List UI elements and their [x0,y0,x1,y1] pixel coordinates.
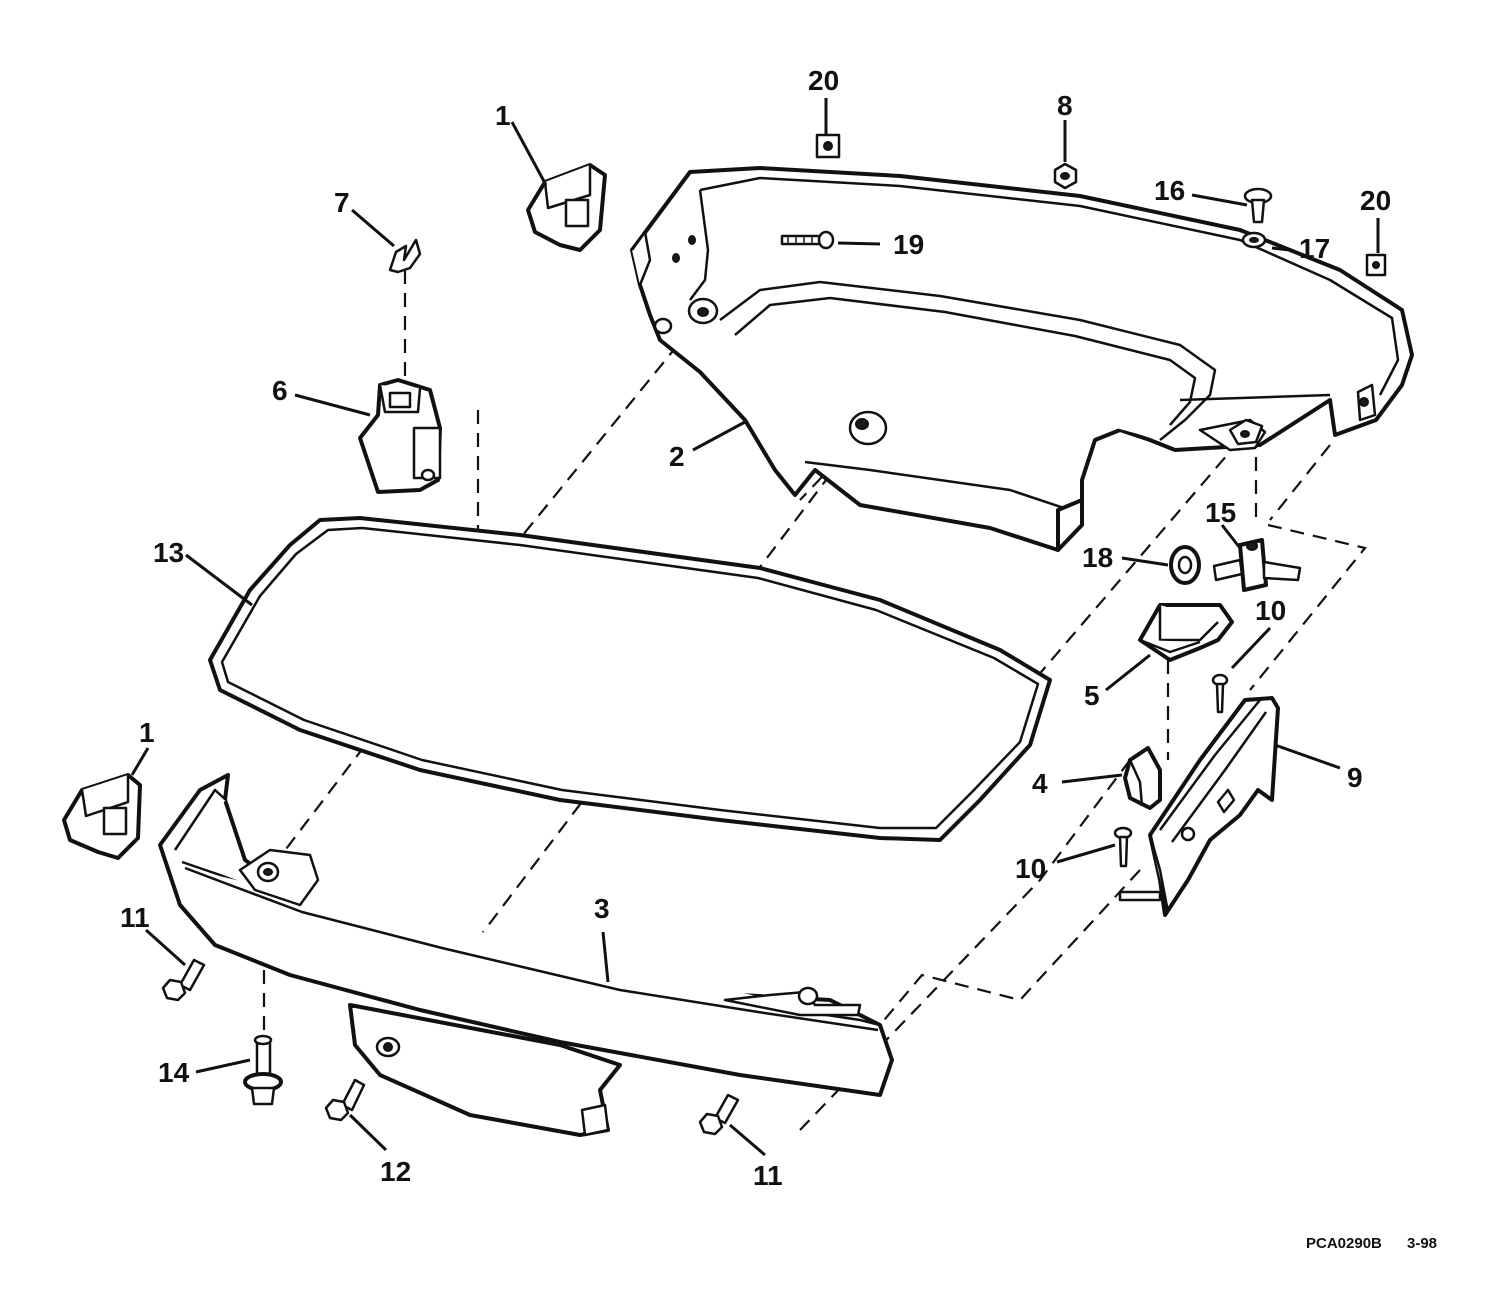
callout-13: 13 [153,537,184,568]
callout-3: 3 [594,893,610,924]
retaining-clip [388,238,422,274]
flange-bolt-left [161,958,206,1002]
leader-lines [130,98,1380,1157]
flange-bolt-12 [324,1078,366,1122]
cowl-seal [208,516,1052,842]
latch-shaft [1212,538,1302,592]
flat-washer [1241,231,1267,249]
lower-cowl [158,773,894,1137]
callout-1-bottom: 1 [139,717,155,748]
drawing-code: PCA0290B 3-98 [1306,1235,1437,1252]
drawing-code-id: PCA0290B [1306,1235,1382,1252]
latch-bottom [62,773,142,860]
latch-top [526,163,607,252]
callout-5: 5 [1084,680,1100,711]
callout-18: 18 [1082,542,1113,573]
long-screw [780,230,835,250]
callout-9: 9 [1347,762,1363,793]
callout-8: 8 [1057,90,1073,121]
callout-7: 7 [334,187,350,218]
latch-housing [1118,696,1280,917]
screw-upper [1211,673,1229,714]
callout-15: 15 [1205,497,1236,528]
callout-19: 19 [893,229,924,260]
callout-4: 4 [1032,768,1048,799]
drawing-code-date: 3-98 [1407,1235,1437,1252]
callout-1-top: 1 [495,100,511,131]
callout-20-left: 20 [808,65,839,96]
callout-12: 12 [380,1156,411,1187]
release-handle [1138,603,1234,662]
callout-20-right: 20 [1360,185,1391,216]
clip-nut-right [1365,253,1387,277]
callout-16: 16 [1154,175,1185,206]
latch-bracket [358,378,442,494]
callout-10-lower: 10 [1015,853,1046,884]
callout-10-upper: 10 [1255,595,1286,626]
callout-2: 2 [669,441,685,472]
callout-11-left: 11 [120,902,150,933]
shoulder-stud [243,1034,283,1106]
clip-nut-left [815,133,841,159]
callout-11-bottom: 11 [753,1160,783,1191]
adjust-screw [1243,187,1273,224]
cover-plug [1123,746,1162,810]
callout-6: 6 [272,375,288,406]
flange-bolt-bottom [698,1093,740,1136]
callout-labels: 1 20 8 16 20 7 19 17 6 2 15 13 18 10 5 1… [120,65,1391,1191]
screw-lower [1113,826,1133,868]
upper-cowl-frame [630,166,1414,552]
rubber-washer [1169,545,1201,585]
callout-17: 17 [1299,233,1330,264]
callout-14: 14 [158,1057,190,1088]
hex-nut [1053,162,1078,190]
